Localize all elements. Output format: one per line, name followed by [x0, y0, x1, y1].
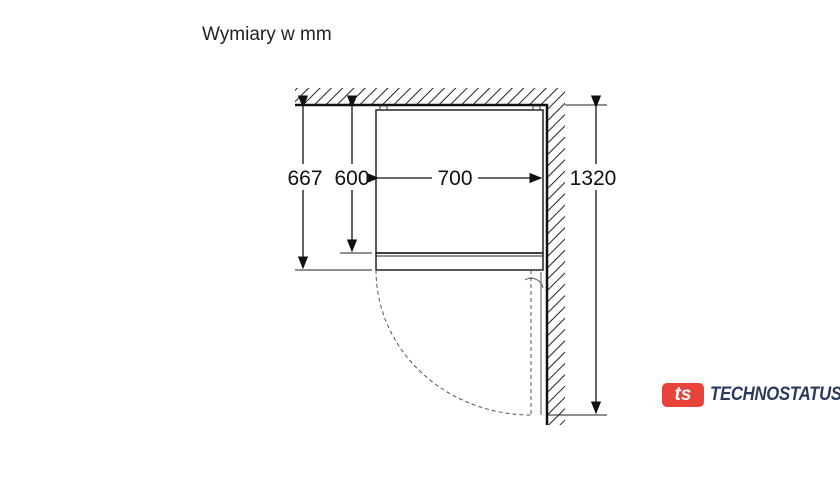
dim-label-1320: 1320	[570, 167, 617, 190]
label-bg-600	[332, 164, 372, 190]
right-wall-hatch	[548, 105, 565, 425]
diagram-title: Wymiary w mm	[202, 24, 332, 45]
fridge-spacer-left	[379, 105, 388, 111]
top-wall-hatch	[295, 88, 565, 105]
logo-mark-icon: ts	[662, 383, 704, 407]
hinge-arc	[524, 277, 544, 289]
door-swing-arc	[375, 269, 532, 416]
label-bg-700	[432, 164, 478, 190]
dim-label-700: 700	[437, 167, 472, 190]
dim-label-600: 600	[334, 167, 369, 190]
label-bg-1320	[568, 164, 620, 190]
logo-text: TECHNOSTATUS	[710, 384, 840, 405]
fridge-door	[375, 252, 544, 271]
fridge-spacer-right	[532, 105, 541, 111]
dim-label-667: 667	[287, 167, 322, 190]
label-bg-667	[284, 164, 324, 190]
technostatus-logo: ts TECHNOSTATUS	[662, 383, 840, 407]
